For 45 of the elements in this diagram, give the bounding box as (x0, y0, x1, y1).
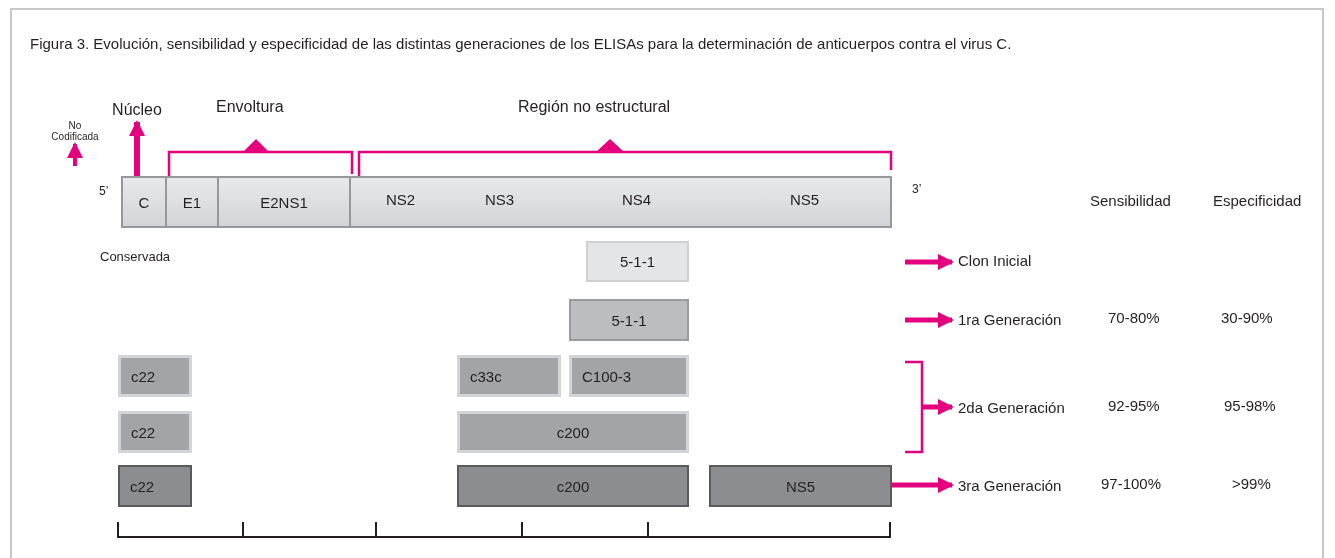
gene-label: NS5 (790, 191, 820, 208)
region-label: Envoltura (216, 98, 284, 116)
region-note: Conservada (100, 249, 171, 264)
antigen-bar: c22 (118, 355, 192, 397)
prime-label: 3’ (912, 182, 922, 196)
arrow (129, 120, 145, 176)
antigen-bar: C100-3 (569, 355, 689, 397)
gene-segment (349, 176, 892, 228)
gene-label: NS3 (485, 191, 515, 208)
region-label: Región no estructural (518, 98, 671, 116)
antigen-bar: c22 (118, 411, 192, 453)
antigen-bar: c22 (118, 465, 192, 507)
gene-segment: E2NS1 (217, 176, 351, 228)
antigen-bar: c200 (457, 411, 689, 453)
gene-label: NS4 (622, 191, 652, 208)
figure-title: Figura 3. Evolución, sensibilidad y especificidad de las distintas generaciones de los ELISAs para la determinación de anticuerpos contra el virus C. (30, 35, 1012, 52)
arrow (905, 254, 954, 270)
region-label: Núcleo (104, 98, 170, 122)
generation-label: 2da Generación (952, 394, 1084, 420)
generation-bracket (905, 360, 924, 454)
gene-segment: E1 (165, 176, 219, 228)
generation-label: 3ra Generación (952, 472, 1082, 498)
generation-label: 1ra Generación (952, 306, 1082, 332)
percentage: >99% (1232, 475, 1271, 492)
antigen-bar: c33c (457, 355, 561, 397)
antigen-bar: 5-1-1 (586, 241, 689, 282)
antigen-bar: c200 (457, 465, 689, 507)
arrow (67, 142, 83, 166)
antigen-bar: NS5 (709, 465, 892, 507)
column-header: Sensibilidad (1090, 192, 1171, 209)
prime-label: 5’ (99, 184, 109, 198)
region-label: No Codificada (50, 118, 100, 144)
gene-label: NS2 (386, 191, 416, 208)
gene-segment: C (121, 176, 167, 228)
percentage: 97-100% (1101, 475, 1162, 492)
column-header: Especificidad (1213, 192, 1302, 209)
arrow (892, 477, 954, 493)
percentage: 30-90% (1221, 309, 1273, 326)
generation-label: Clon Inicial (952, 247, 1052, 273)
antigen-bar: 5-1-1 (569, 299, 689, 341)
arrow (905, 312, 954, 328)
percentage: 92-95% (1108, 397, 1160, 414)
percentage: 70-80% (1108, 309, 1160, 326)
arrow (923, 399, 954, 415)
percentage: 95-98% (1224, 397, 1276, 414)
